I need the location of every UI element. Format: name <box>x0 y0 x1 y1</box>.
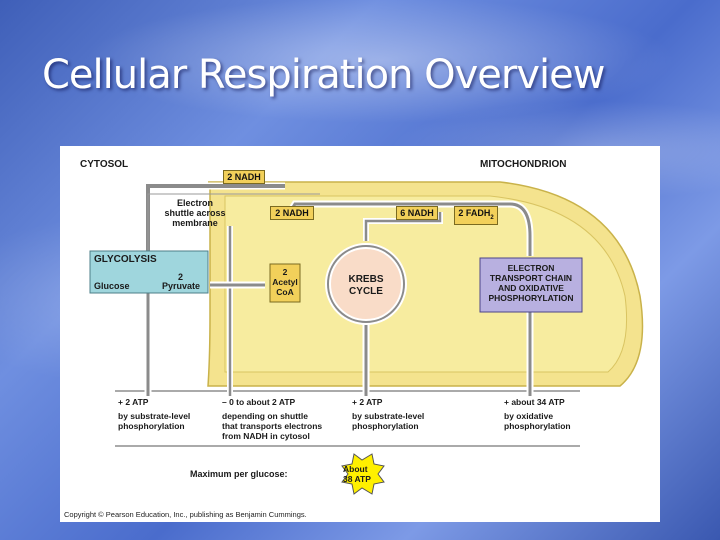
copyright-notice: Copyright © Pearson Education, Inc., pub… <box>64 510 307 519</box>
acetyl-coa-box <box>269 263 301 303</box>
acetyl-coa-label: 2 Acetyl CoA <box>272 267 298 297</box>
mitochondrion-label: MITOCHONDRION <box>480 159 567 170</box>
diagram-graphics <box>89 181 644 495</box>
maximum-atp-value: About 38 ATP <box>343 464 371 484</box>
atp-yield-etc: + about 34 ATP by oxidative phosphorylat… <box>504 397 571 431</box>
cytosol-label: CYTOSOL <box>80 159 129 170</box>
glucose-label: Glucose <box>94 281 130 291</box>
glycolysis-title: GLYCOLYSIS <box>94 254 157 265</box>
nadh-cytosol-tag: 2 NADH <box>223 170 265 184</box>
atp-yield-krebs: + 2 ATP by substrate-level phosphorylati… <box>352 397 425 431</box>
glycolysis-box <box>89 250 209 294</box>
krebs-cycle-label: KREBS CYCLE <box>348 274 384 297</box>
shuttle-arrow <box>147 193 320 256</box>
nadh-mito-tag: 2 NADH <box>270 206 314 220</box>
respiration-diagram: CYTOSOL MITOCHONDRION 2 NADH 2 NADH 6 NA… <box>60 146 660 522</box>
atp-yield-shuttle: – 0 to about 2 ATP depending on shuttle … <box>222 397 323 441</box>
maximum-per-glucose-label: Maximum per glucose: <box>190 469 288 479</box>
pyruvate-label: Pyruvate <box>162 281 201 291</box>
etc-label: ELECTRON TRANSPORT CHAIN AND OXIDATIVE P… <box>488 263 574 303</box>
nadh-krebs-tag: 6 NADH <box>396 206 438 220</box>
fadh2-tag: 2 FADH2 <box>454 206 498 225</box>
pyruvate-count: 2 <box>178 272 184 282</box>
atp-yield-glycolysis: + 2 ATP by substrate-level phosphorylati… <box>118 397 191 431</box>
mitochondrion-inner-membrane <box>224 195 628 373</box>
max-atp-starburst <box>341 453 385 495</box>
slide-title: Cellular Respiration Overview <box>42 52 605 98</box>
etc-box <box>479 257 583 313</box>
electron-shuttle-label: Electron shuttle across membrane <box>164 198 226 228</box>
